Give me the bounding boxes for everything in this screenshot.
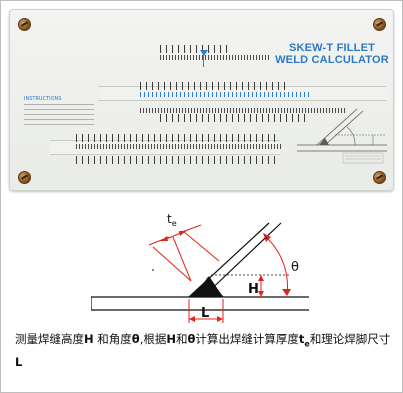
reference-sketch bbox=[297, 108, 387, 164]
screw-icon bbox=[373, 171, 386, 184]
weld-calculator-card: SKEW-T FILLET WELD CALCULATOR INSTRUCTIO… bbox=[9, 9, 394, 191]
scale-ticks bbox=[140, 108, 345, 113]
scale-ticks bbox=[160, 45, 230, 53]
scale-ticks bbox=[160, 114, 310, 122]
fillet-weld-fill bbox=[189, 276, 223, 297]
instructions-heading: INSTRUCTIONS bbox=[24, 96, 62, 102]
screw-icon bbox=[18, 171, 31, 184]
calculator-photo-panel: SKEW-T FILLET WELD CALCULATOR INSTRUCTIO… bbox=[0, 0, 403, 200]
te-label: te bbox=[167, 212, 177, 228]
skewed-plate-edge bbox=[202, 222, 282, 298]
l-label: L bbox=[201, 306, 209, 321]
fillet-weld-diagram: te θ H L bbox=[91, 212, 309, 323]
scale-ticks bbox=[76, 144, 281, 149]
h-label: H bbox=[248, 282, 259, 297]
weld-diagram-panel: te θ H L 测量焊缝高度H 和角度θ,根据H和θ计算出焊缝计算厚度te和理… bbox=[0, 199, 403, 393]
theta-label: θ bbox=[291, 260, 299, 275]
theta-arc bbox=[265, 236, 288, 296]
screw-icon bbox=[18, 18, 31, 31]
scale-ticks bbox=[76, 156, 276, 164]
cursor-line bbox=[203, 55, 204, 67]
scale-ticks bbox=[76, 134, 276, 142]
calculator-title-line1: SKEW-T FILLET bbox=[288, 42, 376, 54]
calculator-title-line2: WELD CALCULATOR bbox=[275, 54, 389, 66]
diagram-caption: 测量焊缝高度H 和角度θ,根据H和θ计算出焊缝计算厚度te和理论焊脚尺寸L bbox=[15, 332, 391, 370]
scale-ticks bbox=[140, 92, 310, 97]
screw-icon bbox=[373, 18, 386, 31]
calculator-title: SKEW-T FILLET WELD CALCULATOR bbox=[272, 42, 392, 66]
scale-ticks bbox=[160, 55, 270, 60]
scale-ticks bbox=[140, 82, 290, 90]
cursor-marker-icon bbox=[200, 50, 208, 56]
te-dimension-line bbox=[172, 236, 192, 282]
instructions-text-block bbox=[24, 104, 94, 128]
